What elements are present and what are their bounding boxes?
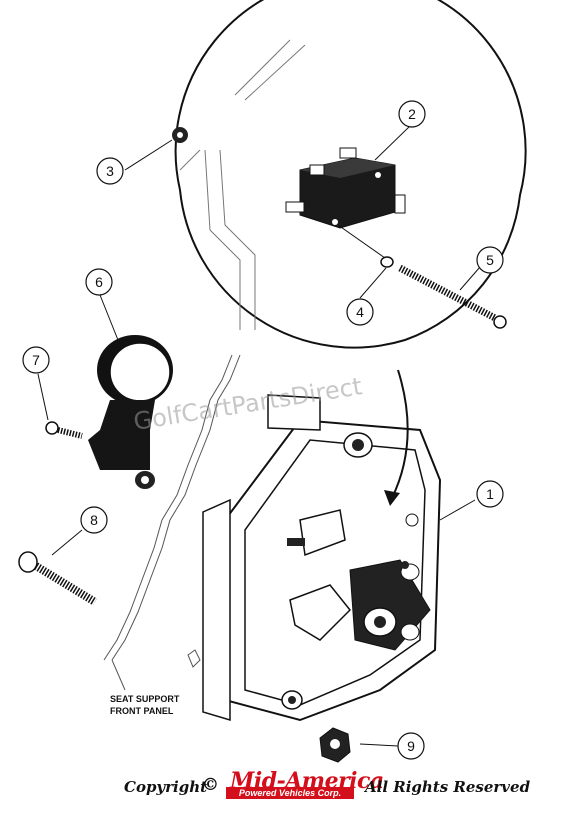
callout-5: 5	[476, 246, 504, 274]
callout-8: 8	[80, 506, 108, 534]
callout-1: 1	[476, 480, 504, 508]
callout-7-label: 7	[32, 352, 40, 368]
callout-4-label: 4	[356, 304, 364, 320]
rights-reserved: All Rights Reserved	[365, 778, 531, 796]
callout-6: 6	[85, 268, 113, 296]
callout-3-label: 3	[106, 163, 114, 179]
copyright-footer: Copyright © Mid-America Powered Vehicles…	[0, 768, 580, 806]
bracket-lines	[179, 39, 306, 330]
lever	[88, 335, 173, 489]
copyright-symbol: ©	[202, 775, 219, 795]
callout-6-label: 6	[95, 274, 103, 290]
callout-2: 2	[398, 100, 426, 128]
caption-line-1: SEAT SUPPORT	[110, 694, 180, 704]
callout-7: 7	[22, 346, 50, 374]
seat-support-panel	[103, 354, 241, 691]
callout-9: 9	[397, 732, 425, 760]
detail-circle	[174, 0, 527, 349]
small-nut	[172, 127, 188, 143]
hex-nut	[319, 727, 351, 763]
caption-line-2: FRONT PANEL	[110, 706, 174, 716]
callout-9-label: 9	[407, 738, 415, 754]
callout-2-label: 2	[408, 106, 416, 122]
switch-housing	[202, 394, 442, 722]
micro-switch	[285, 147, 406, 259]
small-bracket	[187, 649, 201, 668]
logo-sub-text: Powered Vehicles Corp.	[226, 787, 354, 799]
copyright-label: Copyright	[124, 778, 208, 796]
detail-arrow	[384, 369, 409, 506]
lock-washer	[380, 256, 394, 268]
callout-1-label: 1	[486, 486, 494, 502]
long-screw	[398, 264, 507, 329]
short-screw	[45, 421, 83, 439]
callout-4: 4	[346, 298, 374, 326]
callout-3: 3	[96, 157, 124, 185]
callout-5-label: 5	[486, 252, 494, 268]
bolt	[18, 551, 98, 606]
leader-lines	[37, 125, 481, 747]
callout-8-label: 8	[90, 512, 98, 528]
brand-logo: Mid-America Powered Vehicles Corp.	[226, 768, 384, 804]
